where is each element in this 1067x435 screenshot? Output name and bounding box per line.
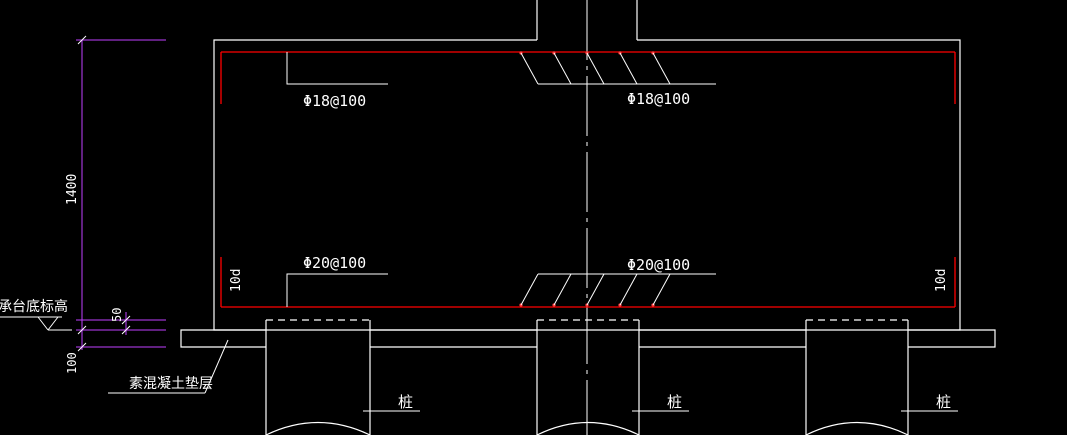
cap-bottom-elevation-label: 承台底标高 [0,298,68,315]
top-rebar-leaders [286,52,716,85]
rebar-label-top-right: Φ18@100 [627,90,690,108]
column-stub [536,0,638,40]
anchorage-label-left: 10d [229,269,244,292]
pile-3 [805,319,909,435]
cushion-layer [180,329,996,348]
bottom-rebar [220,257,956,308]
pile-label-3: 桩 [936,393,951,411]
pile-1 [265,319,371,435]
anchorage-label-right: 10d [934,269,949,292]
rebar-label-bottom-left: Φ20@100 [303,254,366,272]
cushion-layer-label: 素混凝土垫层 [129,376,213,392]
pile-2 [536,319,640,435]
dimension-cap-height: 1400 [65,174,80,205]
elevation-marker [0,316,72,331]
cushion-leader [108,339,229,394]
dimension-cushion-thickness: 100 [65,352,79,374]
bottom-rebar-leaders [286,273,716,307]
rebar-label-top-left: Φ18@100 [303,92,366,110]
dimension-ticks [77,35,131,352]
rebar-label-bottom-right: Φ20@100 [627,256,690,274]
dimension-lines [76,39,166,350]
pile-label-2: 桩 [667,393,682,411]
pile-label-1: 桩 [398,393,413,411]
dimension-cover: 50 [110,308,124,322]
